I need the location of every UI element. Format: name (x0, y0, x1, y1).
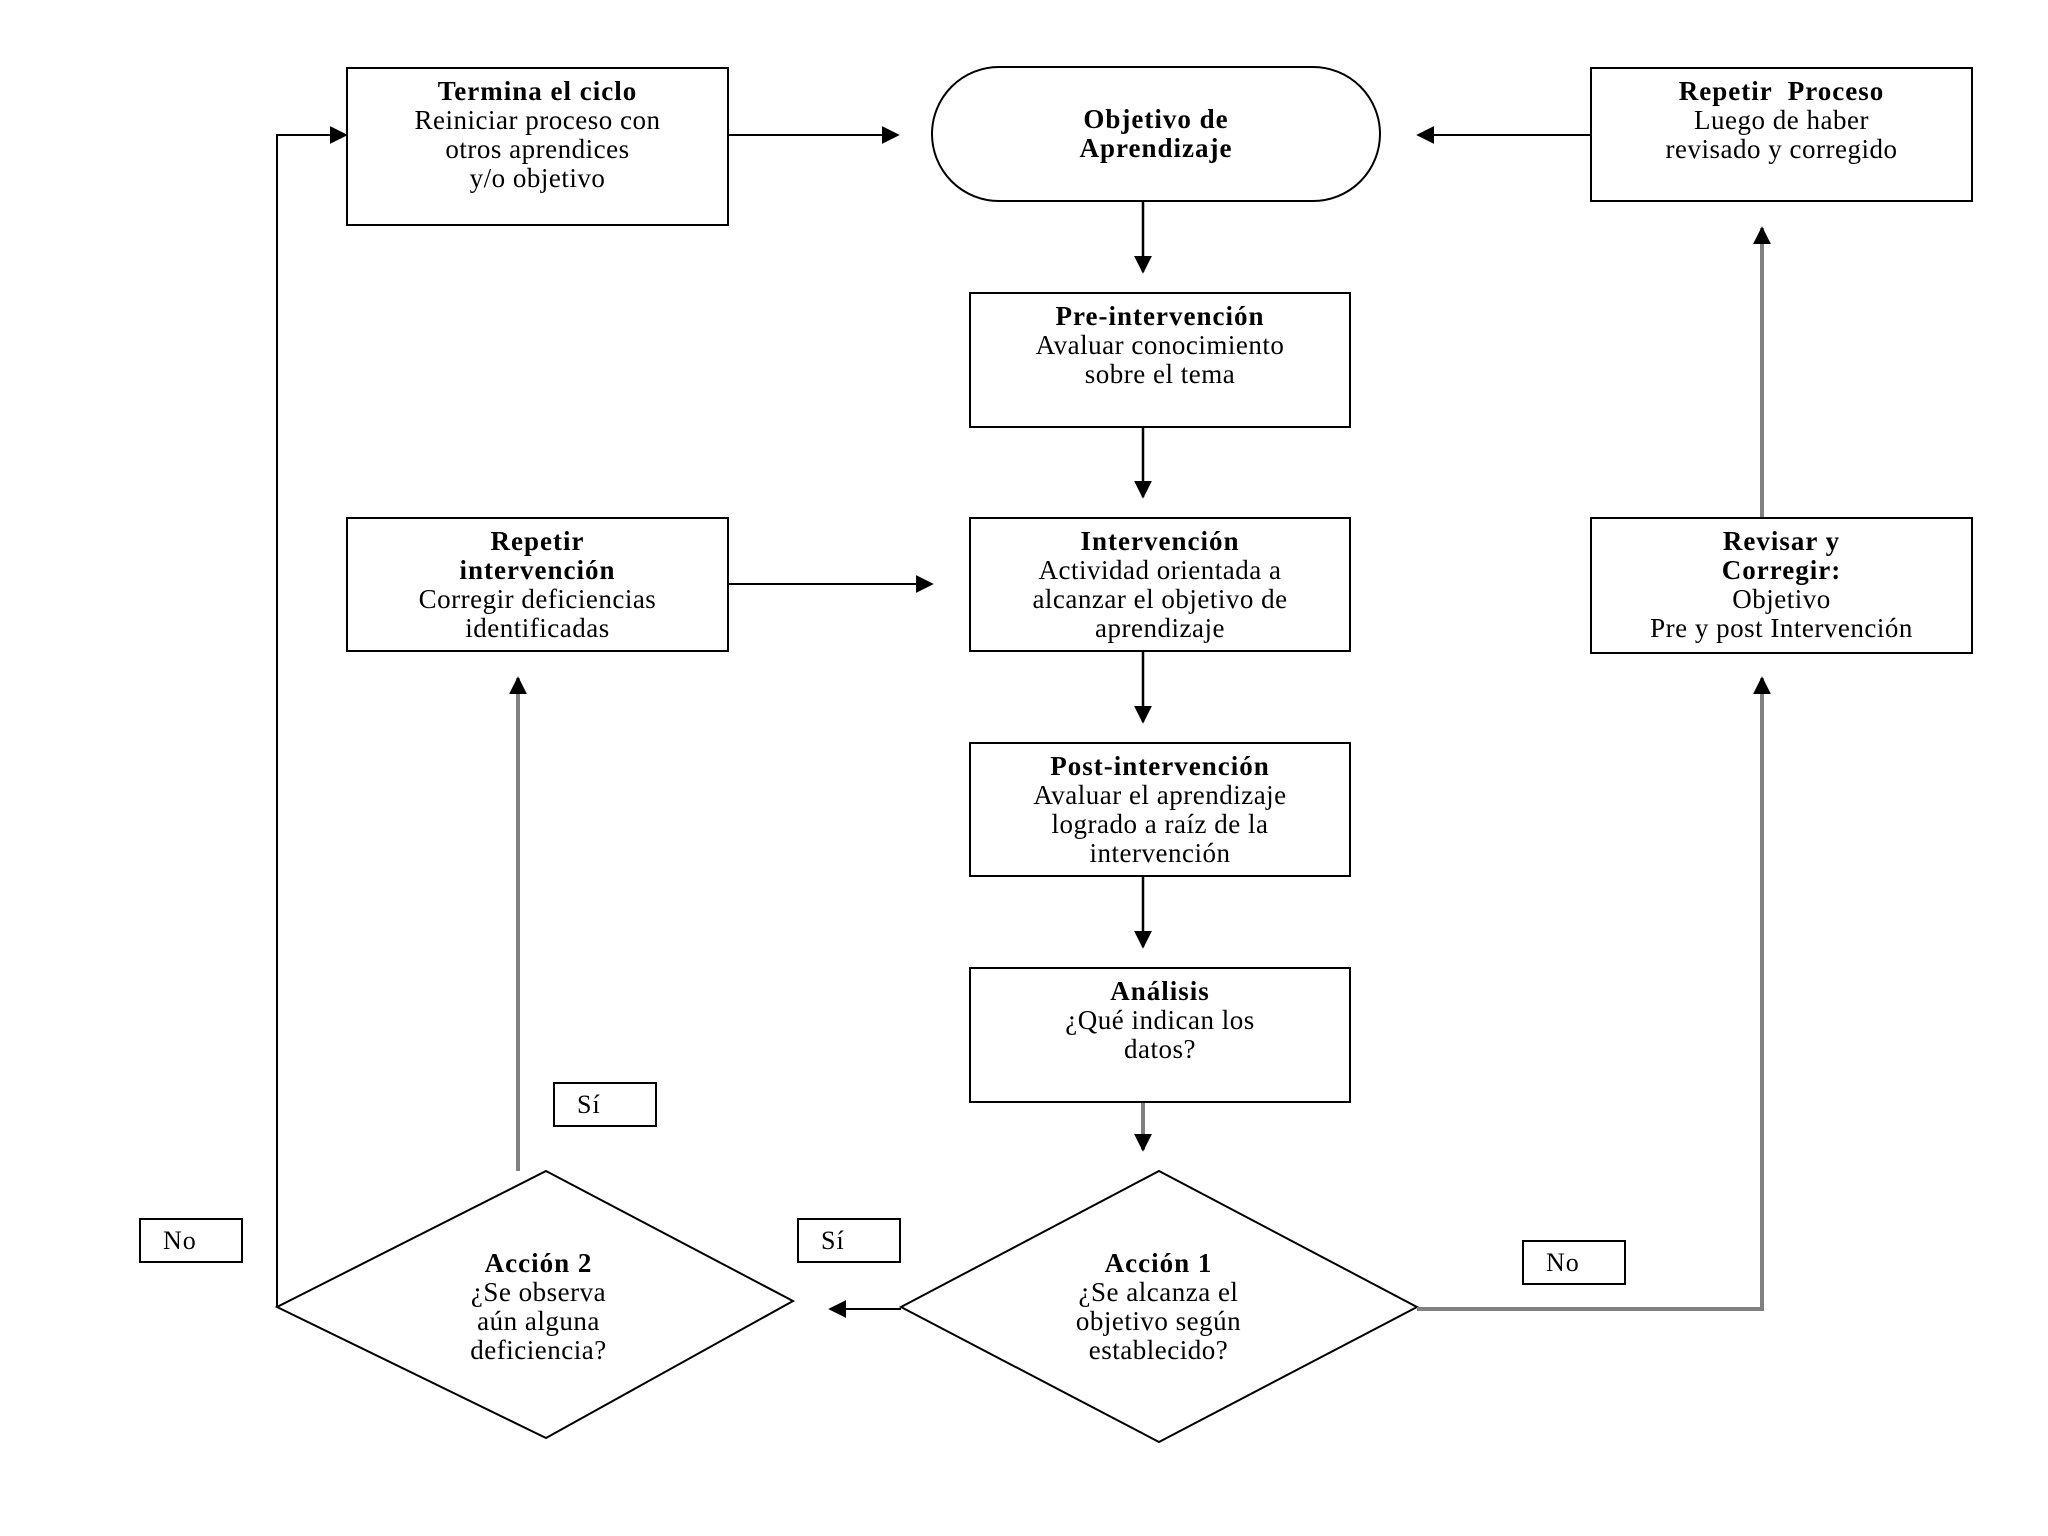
repetir-proceso-box: Repetir Proceso Luego de haber revisado … (1590, 67, 1973, 202)
objetivo-de-aprendizaje-node: Objetivo de Aprendizaje (932, 67, 1380, 201)
intervencion-box: Intervención Actividad orientada a alcan… (969, 517, 1351, 652)
accion1-diamond-shape (898, 1169, 1420, 1444)
intervencion-title: Intervención (1080, 526, 1240, 556)
repetir-proceso-body-line2: revisado y corregido (1665, 134, 1898, 164)
analisis-box: Análisis ¿Qué indican los datos? (969, 967, 1351, 1103)
revisar-body-line1: Objetivo (1732, 584, 1831, 614)
repetir-intervencion-body-line1: Corregir deficiencias (418, 584, 657, 614)
intervencion-body-line3: aprendizaje (1095, 613, 1225, 643)
objetivo-terminal-shape (931, 66, 1381, 202)
pre-intervencion-box: Pre-intervención Avaluar conocimiento so… (969, 292, 1351, 428)
revisar-title-line2: Corregir: (1721, 555, 1842, 585)
accion2-body-line2: aún alguna (477, 1306, 600, 1336)
repetir-intervencion-title-line2: intervención (459, 555, 616, 585)
revisar-body-line2: Pre y post Intervención (1650, 613, 1913, 643)
repetir-proceso-title: Repetir Proceso (1678, 76, 1885, 106)
termina-body-line3: y/o objetivo (469, 163, 606, 193)
objetivo-title-line2: Aprendizaje (1079, 133, 1233, 163)
label-si-accion2: Sí (553, 1082, 657, 1127)
arrow-accion1-no-to-revisar (1417, 676, 1771, 1311)
accion2-diamond: Acción 2 ¿Se observa aún alguna deficien… (346, 1232, 731, 1382)
revisar-y-corregir-box: Revisar y Corregir: Objetivo Pre y post … (1590, 517, 1973, 654)
analisis-title: Análisis (1110, 976, 1210, 1006)
label-si-accion1: Sí (797, 1218, 901, 1263)
accion2-body-line3: deficiencia? (470, 1335, 607, 1365)
analisis-body-line1: ¿Qué indican los (1065, 1005, 1255, 1035)
repetir-intervencion-title-line1: Repetir (490, 526, 585, 556)
accion2-diamond-shape (274, 1169, 796, 1440)
post-body-line3: intervención (1089, 838, 1231, 868)
post-intervencion-box: Post-intervención Avaluar el aprendizaje… (969, 742, 1351, 877)
post-title: Post-intervención (1050, 751, 1270, 781)
intervencion-body-line1: Actividad orientada a (1038, 555, 1282, 585)
accion1-body-line3: establecido? (1088, 1335, 1229, 1365)
termina-body-line2: otros aprendices (445, 134, 630, 164)
arrow-accion2-no-to-termina (276, 126, 348, 1307)
revisar-title-line1: Revisar y (1722, 526, 1841, 556)
accion1-body-line1: ¿Se alcanza el (1078, 1277, 1239, 1307)
accion2-title: Acción 2 (484, 1248, 593, 1278)
label-no-accion2: No (139, 1218, 243, 1263)
accion1-diamond: Acción 1 ¿Se alcanza el objetivo según e… (966, 1232, 1351, 1382)
termina-body-line1: Reiniciar proceso con (414, 105, 661, 135)
label-no-accion1: No (1522, 1240, 1626, 1285)
intervencion-body-line2: alcanzar el objetivo de (1032, 584, 1288, 614)
pre-body-line1: Avaluar conocimiento (1035, 330, 1285, 360)
objetivo-title-line1: Objetivo de (1083, 104, 1229, 134)
repetir-proceso-body-line1: Luego de haber (1694, 105, 1869, 135)
analisis-body-line2: datos? (1124, 1034, 1196, 1064)
post-body-line2: logrado a raíz de la (1051, 809, 1269, 839)
pre-body-line2: sobre el tema (1084, 359, 1236, 389)
termina-el-ciclo-box: Termina el ciclo Reiniciar proceso con o… (346, 67, 729, 226)
termina-title: Termina el ciclo (437, 76, 638, 106)
repetir-intervencion-body-line2: identificadas (465, 613, 610, 643)
accion1-title: Acción 1 (1104, 1248, 1213, 1278)
accion2-body-line1: ¿Se observa (470, 1277, 607, 1307)
accion1-body-line2: objetivo según (1075, 1306, 1242, 1336)
repetir-intervencion-box: Repetir intervención Corregir deficienci… (346, 517, 729, 652)
post-body-line1: Avaluar el aprendizaje (1033, 780, 1287, 810)
pre-title: Pre-intervención (1055, 301, 1265, 331)
